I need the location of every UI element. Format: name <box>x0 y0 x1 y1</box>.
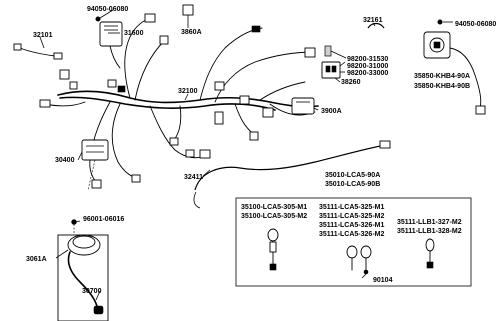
connector <box>117 85 126 93</box>
connector <box>239 95 250 105</box>
label-98200-31530: 98200-31530 <box>347 56 388 63</box>
connector <box>199 149 211 159</box>
label-35111-lca5-326-m1: 35111-LCA5-326-M1 <box>319 222 384 229</box>
label-35850-khb4-90a: 35850-KHB4-90A <box>414 73 470 80</box>
label-3900a: 3900A <box>321 108 342 115</box>
ignition-switch <box>423 19 486 115</box>
label-35111-llb1-327-m2: 35111-LLB1-327-M2 <box>397 219 462 226</box>
label-35010-lca5-90a: 35010-LCA5-90A <box>325 172 380 179</box>
label-35111-lca5-326-m2: 35111-LCA5-326-M2 <box>319 231 384 238</box>
connector <box>185 149 195 158</box>
label-32411: 32411 <box>184 174 203 181</box>
label-35850-khb4-90b: 35850-KHB4-90B <box>414 83 470 90</box>
label-30700: 30700 <box>82 288 102 295</box>
label-3061a: 3061A <box>26 256 47 263</box>
label-98200-31000: 98200-31000 <box>347 63 388 70</box>
label-35111-lca5-325-m2: 35111-LCA5-325-M2 <box>319 213 384 220</box>
connector <box>214 81 225 91</box>
wire-32411 <box>193 140 391 209</box>
label-38260: 38260 <box>341 79 361 86</box>
relay-3860a <box>182 4 194 26</box>
connector <box>107 79 117 88</box>
label-94050-06080-a: 94050-06080 <box>87 6 128 13</box>
part-labels: 94050-06080 31600 3860A 32101 32161 9405… <box>26 6 496 295</box>
unit-3900a <box>291 97 315 115</box>
connector <box>304 47 316 58</box>
connector <box>262 107 274 118</box>
regulator-31600 <box>95 16 123 69</box>
label-32161: 32161 <box>363 17 383 24</box>
label-32101: 32101 <box>33 32 53 39</box>
connector <box>169 137 179 146</box>
lead-wire-32101 <box>13 43 63 60</box>
label-90104: 90104 <box>373 277 393 284</box>
bolt-icon <box>71 219 77 225</box>
leader-lines <box>39 9 453 301</box>
cdi-30400 <box>81 139 109 191</box>
label-35100-lca5-305-m1: 35100-LCA5-305-M1 <box>241 204 307 211</box>
connector <box>251 25 261 33</box>
bolt-icon <box>437 19 443 25</box>
label-30400: 30400 <box>55 157 75 164</box>
connector <box>144 13 156 23</box>
label-35100-lca5-305-m2: 35100-LCA5-305-M2 <box>241 213 307 220</box>
label-96001-06016: 96001-06016 <box>83 216 124 223</box>
label-31600: 31600 <box>124 30 144 37</box>
connector <box>214 111 224 125</box>
bolt-icon <box>95 16 101 22</box>
connector <box>91 179 102 189</box>
connector <box>69 81 78 90</box>
label-3860a: 3860A <box>181 29 202 36</box>
harness-connectors <box>39 13 316 189</box>
connector <box>249 131 259 141</box>
connector <box>159 35 169 45</box>
connector <box>131 174 141 183</box>
label-35111-llb1-328-m2: 35111-LLB1-328-M2 <box>397 228 462 235</box>
bulb-group-box <box>235 197 472 287</box>
clip-32161 <box>367 22 385 29</box>
label-98200-33000: 98200-33000 <box>347 70 388 77</box>
label-35010-lca5-90b: 35010-LCA5-90B <box>325 181 380 188</box>
bolt-icon <box>363 269 369 275</box>
fuse-block <box>321 45 347 79</box>
connector <box>59 69 70 80</box>
label-94050-06080-b: 94050-06080 <box>455 21 496 28</box>
connector <box>39 99 51 108</box>
ignition-coil-3061a <box>57 219 109 321</box>
label-32100: 32100 <box>178 88 198 95</box>
label-35111-lca5-325-m1: 35111-LCA5-325-M1 <box>319 204 384 211</box>
bulbs <box>267 228 435 275</box>
